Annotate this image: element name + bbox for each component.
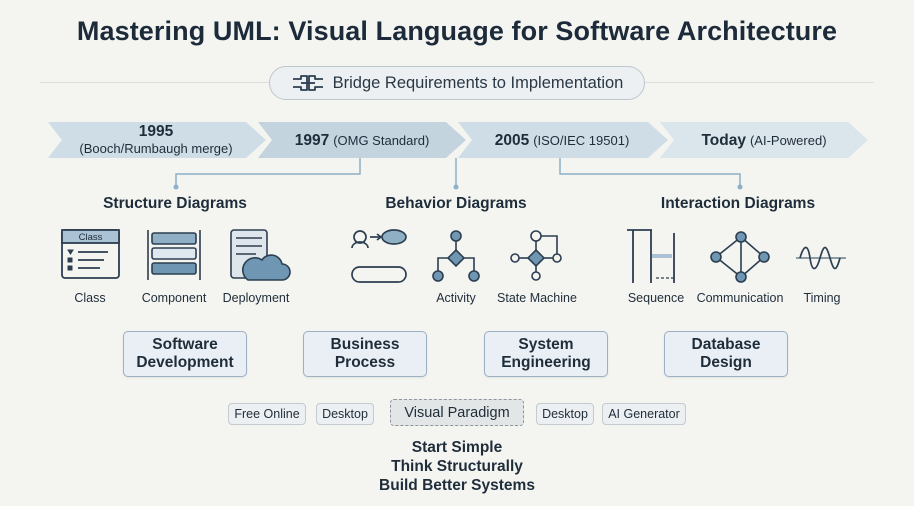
- timeline-year: 2005: [494, 131, 530, 149]
- deployment-label: Deployment: [222, 291, 290, 305]
- domain-line: Software: [152, 336, 218, 353]
- timeline-chevron-2005: [458, 122, 668, 158]
- domain-line: Development: [136, 354, 234, 371]
- tool-ai-generator: AI Generator: [602, 403, 686, 425]
- bridge-icon: [292, 75, 323, 91]
- tool-desktop: Desktop: [316, 403, 374, 425]
- state-machine-diagram-icon: [510, 230, 562, 281]
- state-machine-label: State Machine: [497, 291, 577, 305]
- page-title: Mastering UML: Visual Language for Softw…: [76, 16, 838, 46]
- sequence-label: Sequence: [627, 291, 685, 305]
- domain-line: Business: [330, 336, 400, 353]
- sequence-diagram-icon: [627, 229, 675, 283]
- component-label: Component: [141, 291, 207, 305]
- tool-visual-paradigm: Visual Paradigm: [390, 399, 524, 426]
- tool-free-online: Free Online: [228, 403, 306, 425]
- timeline-1997: 1997 (OMG Standard): [274, 122, 450, 158]
- timeline-note: (Booch/Rumbaugh merge): [79, 141, 233, 156]
- timeline-chevron-1995: [48, 122, 266, 158]
- class-diagram-icon: [61, 229, 120, 279]
- behavior-diagrams-heading: Behavior Diagrams: [385, 195, 527, 212]
- structure-diagrams-heading: Structure Diagrams: [103, 195, 247, 212]
- domain-line: Design: [700, 354, 752, 371]
- interaction-diagrams-heading: Interaction Diagrams: [660, 195, 816, 212]
- connector-interaction: [559, 158, 741, 186]
- domain-line: Process: [334, 354, 396, 371]
- class-label: Class: [74, 291, 106, 305]
- closing-message: Start Simple Think Structurally Build Be…: [0, 438, 914, 495]
- domain-line: Engineering: [501, 354, 591, 371]
- communication-label: Communication: [696, 291, 784, 305]
- timeline-note: (AI-Powered): [749, 132, 827, 148]
- timeline-1995: 1995 (Booch/Rumbaugh merge): [66, 122, 246, 158]
- timeline-2005: 2005 (ISO/IEC 19501): [474, 122, 650, 158]
- timing-diagram-icon: [796, 246, 846, 270]
- closing-line: Think Structurally: [391, 458, 523, 475]
- activity-label: Activity: [436, 291, 476, 305]
- connector-structure: [175, 158, 361, 186]
- domain-line: Database: [691, 336, 761, 353]
- timeline-chevron-today: [660, 122, 868, 158]
- closing-line: Build Better Systems: [379, 477, 535, 494]
- activity-diagram-icon: [432, 230, 480, 282]
- timeline-note: (OMG Standard): [333, 132, 430, 148]
- use-case-diagram-icon: [351, 229, 407, 283]
- deployment-diagram-icon: [230, 229, 291, 281]
- timeline-today: Today (AI-Powered): [676, 122, 852, 158]
- timeline-chevron-1997: [258, 122, 466, 158]
- subtitle-pill: Bridge Requirements to Implementation: [269, 66, 645, 100]
- domain-line: System: [518, 336, 574, 353]
- subtitle-text: Bridge Requirements to Implementation: [332, 73, 624, 92]
- timeline-year: 1995: [138, 123, 174, 140]
- tool-desktop-2: Desktop: [536, 403, 594, 425]
- timeline-year: Today: [701, 131, 746, 149]
- timeline-year: 1997: [294, 131, 330, 149]
- communication-diagram-icon: [710, 231, 770, 283]
- timeline-note: (ISO/IEC 19501): [533, 132, 630, 148]
- closing-line: Start Simple: [411, 439, 503, 456]
- timing-label: Timing: [803, 291, 841, 305]
- component-diagram-icon: [147, 230, 201, 280]
- class-icon-text: Class: [79, 232, 103, 243]
